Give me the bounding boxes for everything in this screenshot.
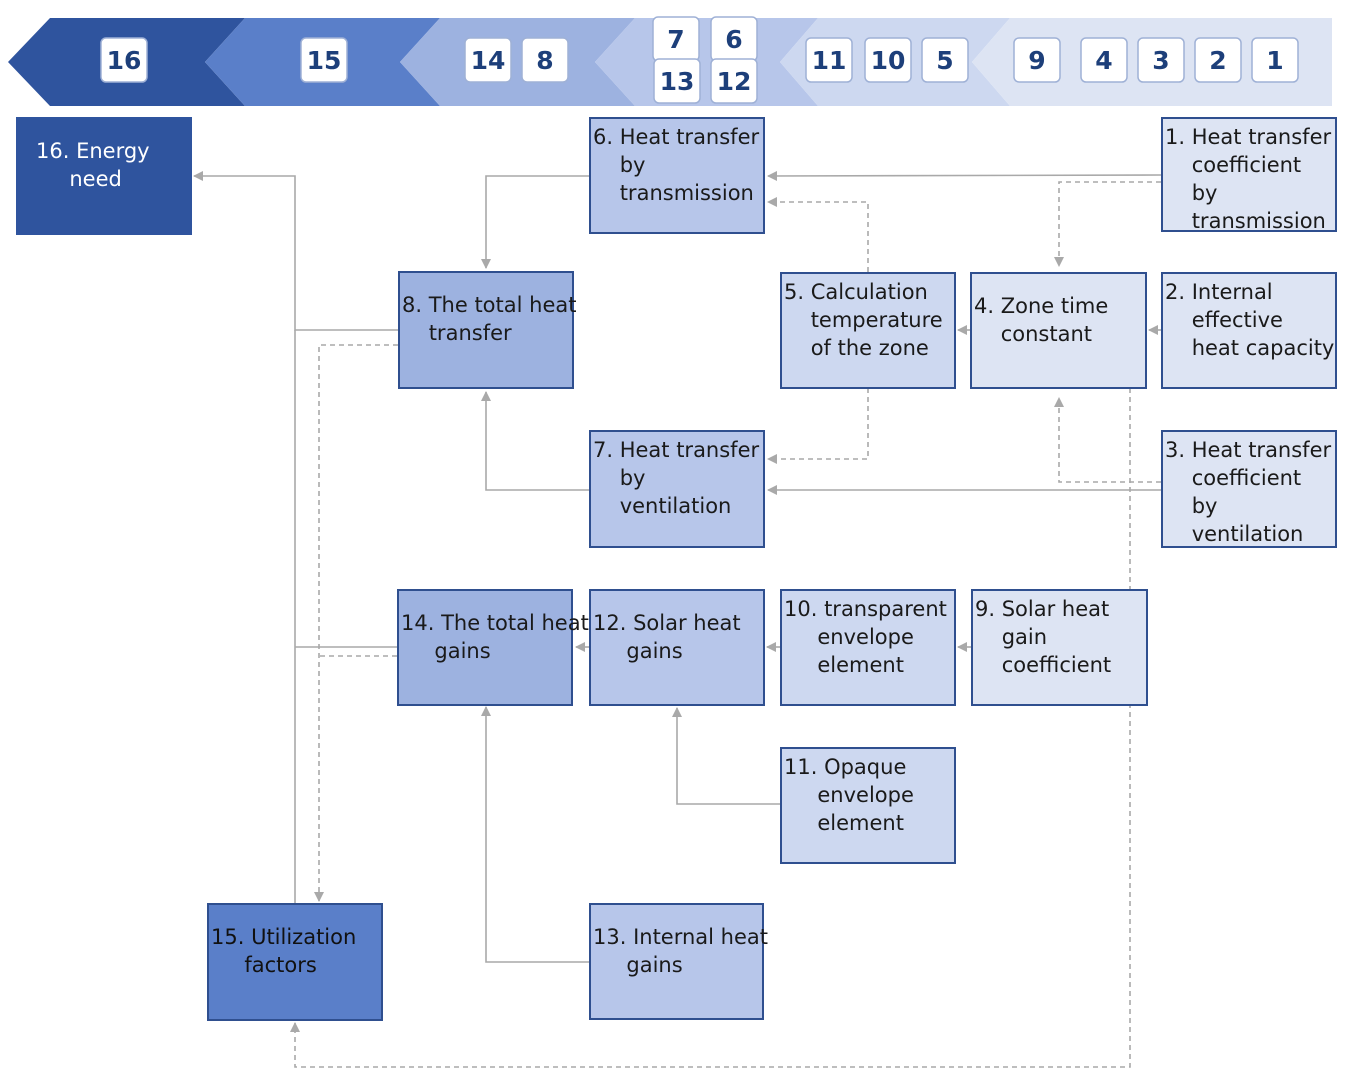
connector-3-to-4	[1054, 397, 1161, 483]
banner-badge-16: 16	[100, 37, 148, 83]
banner-number: 8	[536, 46, 553, 75]
banner-number: 4	[1095, 46, 1112, 75]
banner-badge-2: 2	[1194, 37, 1242, 83]
banner-number: 11	[812, 46, 847, 75]
banner-badge-6: 6	[710, 16, 758, 62]
banner-number: 12	[717, 67, 752, 96]
banner-badge-15: 15	[300, 37, 348, 83]
banner-badge-9: 9	[1013, 37, 1061, 83]
connector-8-to-15	[314, 344, 398, 902]
banner-number: 1	[1266, 46, 1283, 75]
connector-8-to-16	[193, 171, 398, 331]
box-internal-heat-gains: 13. Internal heat gains	[589, 903, 768, 1020]
sequence-banner: 16 15 14 8 7 6 13 12 11 10 5 9 4 3 2 1	[8, 16, 1332, 106]
banner-badge-12: 12	[710, 58, 758, 104]
banner-badge-11: 11	[805, 37, 853, 83]
connector-5-to-6	[767, 197, 869, 272]
banner-segment-7-6-13-12	[595, 18, 818, 106]
connector-1-to-6	[767, 170, 1162, 181]
banner-badge-7: 7	[652, 16, 700, 62]
box-heat-transfer-coefficient-ventilation: 3. Heat transfer coefficient by ventilat…	[1161, 430, 1337, 548]
box-internal-effective-heat-capacity: 2. Internal effective heat capacity	[1161, 272, 1337, 389]
banner-number: 5	[936, 46, 953, 75]
banner-number: 6	[725, 25, 742, 54]
banner-number: 14	[471, 46, 506, 75]
banner-number: 15	[307, 46, 342, 75]
banner-segment-14-8	[400, 18, 635, 106]
banner-badge-14: 14	[464, 37, 512, 83]
banner-number: 9	[1028, 46, 1045, 75]
connector-1-to-4	[1054, 181, 1161, 267]
connector-6-to-8	[481, 175, 589, 269]
box-total-heat-transfer: 8. The total heat transfer	[398, 271, 576, 389]
box-transparent-envelope-element: 10. transparent envelope element	[780, 589, 956, 706]
connector-5-to-7	[767, 388, 869, 464]
banner-badge-10: 10	[864, 37, 912, 83]
banner-number: 13	[660, 67, 695, 96]
banner-badge-3: 3	[1137, 37, 1185, 83]
box-heat-transfer-transmission: 6. Heat transfer by transmission	[589, 117, 765, 234]
box-solar-heat-gains: 12. Solar heat gains	[589, 589, 765, 706]
connector-13-to-14	[481, 706, 589, 963]
banner-badge-5: 5	[921, 37, 969, 83]
banner-number: 7	[667, 25, 684, 54]
box-zone-time-constant: 4. Zone time constant	[970, 272, 1147, 389]
banner-badge-1: 1	[1251, 37, 1299, 83]
banner-number: 3	[1152, 46, 1169, 75]
box-energy-need: 16. Energy need	[16, 117, 192, 235]
banner-number: 16	[107, 46, 142, 75]
banner-badge-13: 13	[653, 58, 701, 104]
box-calculation-temperature-zone: 5. Calculation temperature of the zone	[780, 272, 956, 389]
banner-number: 2	[1209, 46, 1226, 75]
box-heat-transfer-coefficient-transmission: 1. Heat transfer coefficient by transmis…	[1161, 117, 1337, 233]
banner-number: 10	[871, 46, 906, 75]
banner-badge-4: 4	[1080, 37, 1128, 83]
banner-badge-8: 8	[521, 37, 569, 83]
box-total-heat-gains: 14. The total heat gains	[397, 589, 589, 706]
box-heat-transfer-ventilation: 7. Heat transfer by ventilation	[589, 430, 765, 548]
box-utilization-factors: 15. Utilization factors	[207, 903, 383, 1021]
box-opaque-envelope-element: 11. Opaque envelope element	[780, 747, 956, 864]
connector-7-to-8	[481, 391, 589, 491]
box-solar-heat-gain-coefficient: 9. Solar heat gain coefficient	[971, 589, 1148, 706]
connector-11-to-12	[672, 707, 780, 805]
